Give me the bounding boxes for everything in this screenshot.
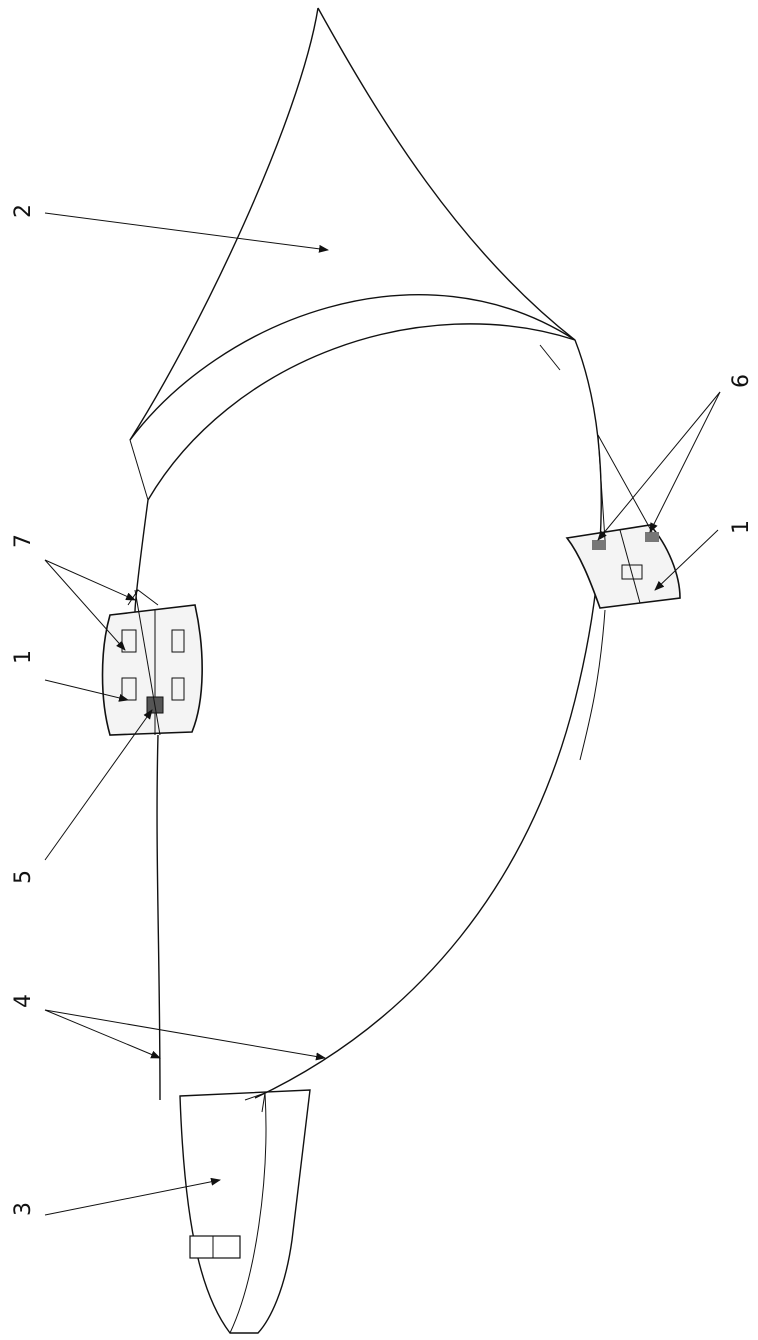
label-1-left: 1 bbox=[11, 650, 36, 664]
label-4: 4 bbox=[11, 994, 36, 1008]
pod-left bbox=[103, 590, 203, 735]
label-7: 7 bbox=[11, 534, 36, 548]
label-2: 2 bbox=[11, 204, 36, 218]
label-6: 6 bbox=[729, 374, 754, 388]
canopy-outline bbox=[135, 340, 601, 1100]
tether-right bbox=[580, 610, 605, 760]
sail bbox=[130, 8, 575, 500]
board bbox=[180, 1090, 310, 1333]
label-5: 5 bbox=[11, 870, 36, 884]
label-1-right: 1 bbox=[729, 520, 754, 534]
label-3: 3 bbox=[11, 1202, 36, 1216]
